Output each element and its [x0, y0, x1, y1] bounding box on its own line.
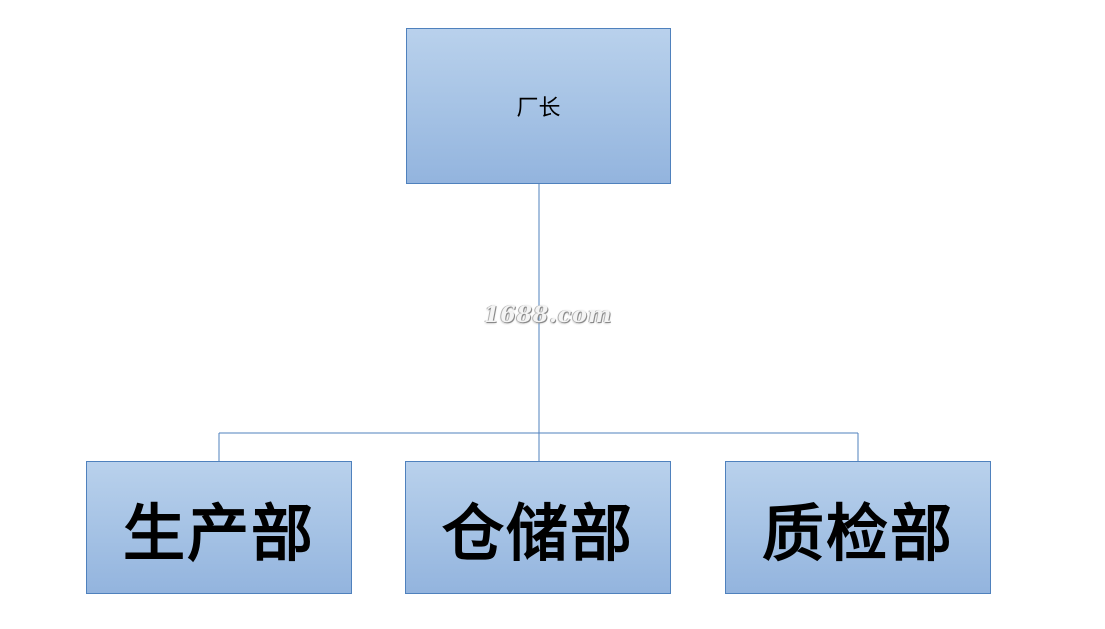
watermark-text: 1688.com [484, 302, 613, 328]
node-child-production: 生产部 [86, 461, 352, 594]
node-root-label: 厂长 [516, 96, 561, 121]
node-child-label: 质检部 [761, 496, 954, 570]
node-root: 厂长 [406, 28, 671, 184]
node-child-label: 仓储部 [441, 496, 634, 570]
node-child-warehouse: 仓储部 [405, 461, 671, 594]
node-child-quality: 质检部 [725, 461, 991, 594]
node-child-label: 生产部 [122, 496, 315, 570]
